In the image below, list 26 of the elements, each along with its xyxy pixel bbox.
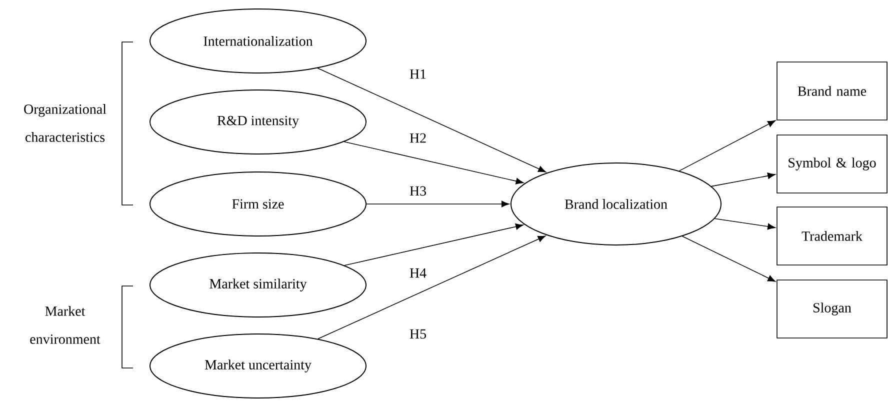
arrow	[318, 236, 546, 340]
group-label: Organizational characteristics	[24, 104, 106, 142]
ellipse-node: Market uncertainty	[150, 334, 366, 398]
arrow	[344, 223, 524, 266]
edge-label: H2	[408, 132, 428, 144]
arrow	[678, 120, 776, 172]
ellipse-node: Brand localization	[510, 162, 722, 246]
arrow	[344, 141, 524, 184]
ellipse-node: Market similarity	[150, 252, 366, 318]
ellipse-node: Firm size	[150, 172, 366, 236]
outcome-box: Symbol & logo	[776, 134, 888, 194]
arrow	[317, 68, 546, 172]
outcome-box: Brand name	[776, 62, 888, 120]
outcome-box: Trademark	[776, 206, 888, 266]
group-label: Market environment	[30, 306, 100, 344]
edge-label: H5	[408, 328, 428, 340]
outcome-box: Slogan	[776, 280, 888, 338]
arrow	[714, 218, 776, 230]
edge-label: H3	[408, 185, 428, 197]
ellipse-node: Internationalization	[150, 8, 366, 74]
edge-label: H1	[408, 68, 428, 80]
arrow	[682, 236, 776, 282]
arrow	[366, 200, 510, 208]
edge-label: H4	[408, 267, 428, 279]
ellipse-node: R&D intensity	[150, 90, 366, 154]
arrow	[711, 172, 776, 187]
